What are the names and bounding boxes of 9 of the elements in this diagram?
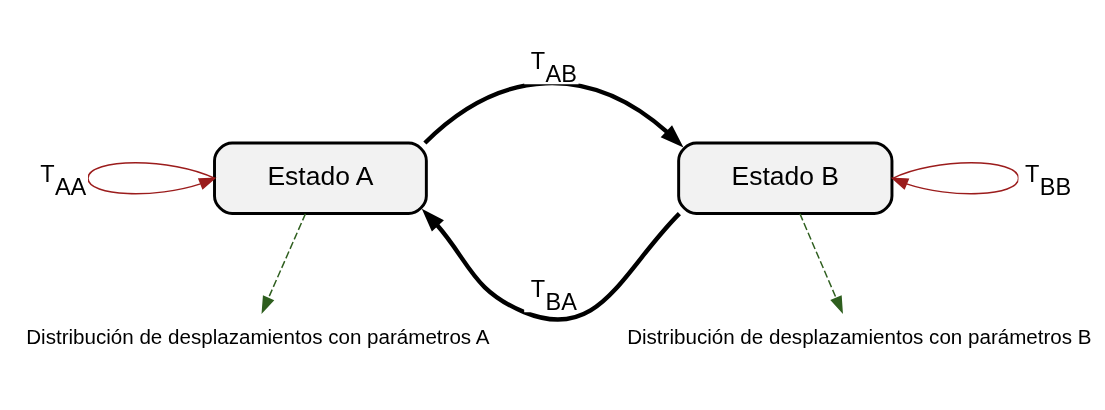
node-text: Distribución de desplazamientos con parámetros B bbox=[627, 324, 1092, 348]
arrow bbox=[87, 161, 217, 194]
arrow bbox=[799, 212, 843, 314]
node-text: Distribución de desplazamientos con parámetros A bbox=[26, 324, 490, 348]
arrow bbox=[261, 212, 307, 314]
node-box: Estado A bbox=[213, 141, 428, 215]
arrow bbox=[421, 208, 681, 322]
node-box: Estado B bbox=[677, 141, 894, 215]
arrow bbox=[890, 161, 1020, 194]
